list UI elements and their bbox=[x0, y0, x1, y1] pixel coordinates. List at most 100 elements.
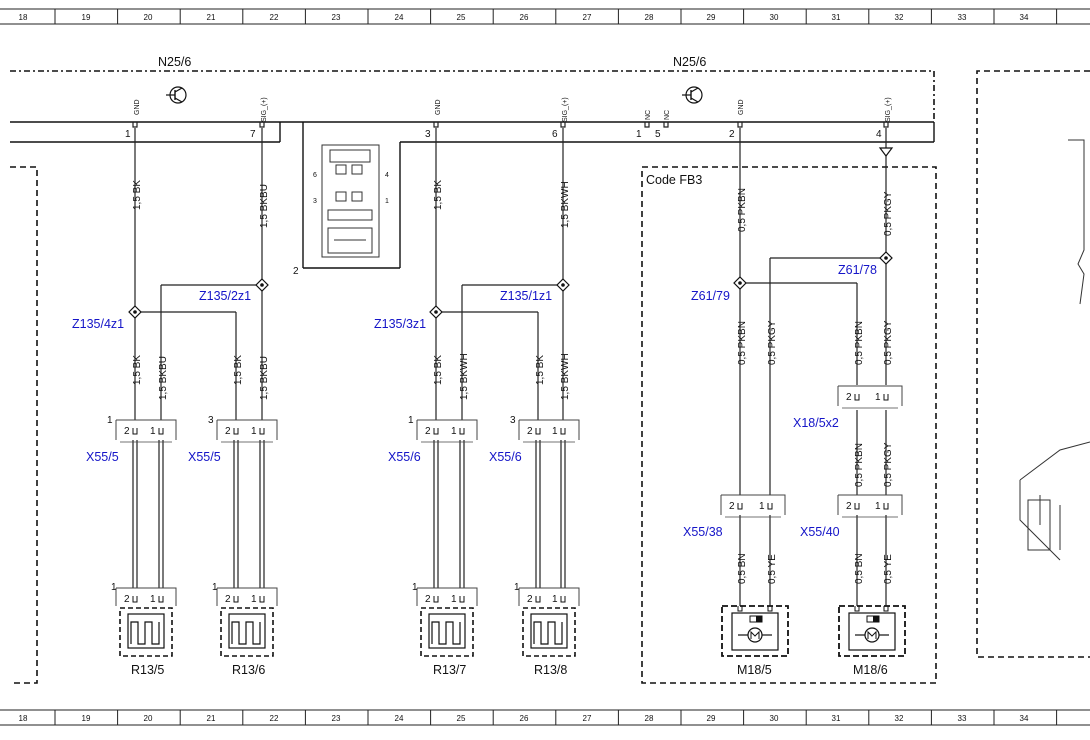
pin-number: 2 bbox=[225, 594, 231, 605]
grid-number: 22 bbox=[270, 714, 279, 723]
grid-number: 32 bbox=[895, 714, 904, 723]
pin-number: 1 bbox=[150, 426, 156, 437]
pin-number: 1 bbox=[125, 129, 131, 140]
connector-pin-number: 3 bbox=[208, 415, 214, 426]
wire-color-label: 1,5 BK bbox=[433, 180, 444, 210]
inset-pin: 6 bbox=[313, 172, 317, 179]
wire-color-label: 1,5 BK bbox=[132, 355, 143, 385]
pin-number: 1 bbox=[150, 594, 156, 605]
control-unit-frame bbox=[10, 70, 935, 269]
pin-number: 1 bbox=[759, 501, 765, 512]
splice-label: Z61/79 bbox=[691, 289, 730, 303]
wire-color-label: 0,5 PKGY bbox=[883, 442, 894, 487]
wire-color-label: 0,5 PKBN bbox=[737, 321, 748, 365]
grid-number: 34 bbox=[1020, 714, 1029, 723]
wire-color-label: 1,5 BK bbox=[132, 180, 143, 210]
splice-points bbox=[128, 251, 893, 319]
grid-number: 26 bbox=[520, 13, 529, 22]
pin-number: 1 bbox=[552, 594, 558, 605]
pin-label-nc: NC bbox=[645, 110, 652, 120]
pin-label-sig: SIG_(+) bbox=[261, 97, 268, 122]
wire-color-label: 1,5 BKBU bbox=[259, 184, 270, 228]
heater-element-icon bbox=[130, 621, 160, 645]
svg-text:1: 1 bbox=[212, 582, 218, 593]
grid-number: 23 bbox=[332, 714, 341, 723]
code-label: Code FB3 bbox=[646, 173, 702, 187]
wire-color-label: 0,5 PKBN bbox=[737, 188, 748, 232]
grid-number: 24 bbox=[395, 714, 404, 723]
wire-color-label: 1,5 BKBU bbox=[158, 356, 169, 400]
grid-number: 20 bbox=[144, 13, 153, 22]
wire-color-label: 0,5 YE bbox=[767, 554, 778, 584]
grid-number: 29 bbox=[707, 714, 716, 723]
wire-color-label: 0,5 BN bbox=[737, 553, 748, 584]
pin-number: 2 bbox=[729, 501, 735, 512]
pin-number: 1 bbox=[451, 426, 457, 437]
grid-number: 21 bbox=[207, 13, 216, 22]
grid-number: 27 bbox=[583, 13, 592, 22]
pin-number: 2 bbox=[425, 426, 431, 437]
grid-number: 31 bbox=[832, 13, 841, 22]
heater-element-icon bbox=[431, 621, 461, 645]
pin-number: 4 bbox=[876, 129, 882, 140]
wire-color-label: 0,5 BN bbox=[854, 553, 865, 584]
wire-color-label: 1,5 BKBU bbox=[259, 356, 270, 400]
grid-number: 19 bbox=[82, 714, 91, 723]
connector-label: X18/5x2 bbox=[793, 416, 839, 430]
pin-label-sig: SIG_(+) bbox=[562, 97, 569, 122]
pin-number: 1 bbox=[875, 392, 881, 403]
inset-pin: 4 bbox=[385, 172, 389, 179]
pin-number: 6 bbox=[552, 129, 558, 140]
wire-color-label: 1,5 BK bbox=[433, 355, 444, 385]
svg-text:1: 1 bbox=[111, 582, 117, 593]
wire-color-label: 0,5 PKBN bbox=[854, 321, 865, 365]
unit-label-left: N25/6 bbox=[158, 55, 191, 69]
grid-number: 33 bbox=[958, 13, 967, 22]
inset-pin: 3 bbox=[313, 198, 317, 205]
pin-label-gnd: GND bbox=[134, 99, 141, 115]
grid-number: 22 bbox=[270, 13, 279, 22]
pin-label-gnd: GND bbox=[435, 99, 442, 115]
pin-number: 1 bbox=[875, 501, 881, 512]
pin-number: 2 bbox=[124, 594, 130, 605]
pin-number: 2 bbox=[729, 129, 735, 140]
component-illustration bbox=[1019, 139, 1090, 561]
pin-label-gnd: GND bbox=[738, 99, 745, 115]
pin-number: 2 bbox=[225, 426, 231, 437]
pin-number: 2 bbox=[527, 594, 533, 605]
component-label: R13/5 bbox=[131, 663, 164, 677]
shield-triangle-icon bbox=[878, 147, 894, 157]
grid-number: 28 bbox=[645, 714, 654, 723]
grid-number: 25 bbox=[457, 13, 466, 22]
pin-number: 1 bbox=[451, 594, 457, 605]
pin-number: 2 bbox=[425, 594, 431, 605]
wire-color-label: 0,5 PKGY bbox=[767, 320, 778, 365]
grid-number: 30 bbox=[770, 13, 779, 22]
pin-number: 1 bbox=[636, 129, 642, 140]
grid-number: 32 bbox=[895, 13, 904, 22]
grid-number: 24 bbox=[395, 13, 404, 22]
heater-element-icon bbox=[231, 621, 261, 645]
connector-label: X55/5 bbox=[188, 450, 221, 464]
pin-number: 7 bbox=[250, 129, 256, 140]
grid-number: 34 bbox=[1020, 13, 1029, 22]
grid-number: 19 bbox=[82, 13, 91, 22]
connector-label: X55/40 bbox=[800, 525, 840, 539]
pin-label-sig: SIG_(+) bbox=[885, 97, 892, 122]
connector-label: X55/6 bbox=[388, 450, 421, 464]
grid-number: 18 bbox=[19, 13, 28, 22]
splice-label: Z135/3z1 bbox=[374, 317, 426, 331]
splice-label: Z135/1z1 bbox=[500, 289, 552, 303]
connector-pin-number: 3 bbox=[510, 415, 516, 426]
connector-label: X55/6 bbox=[489, 450, 522, 464]
pin-label-nc: NC bbox=[664, 110, 671, 120]
connector-label: X55/5 bbox=[86, 450, 119, 464]
component-label: M18/6 bbox=[853, 663, 888, 677]
wire-color-label: 1,5 BKWH bbox=[560, 353, 571, 400]
transistor-icon bbox=[682, 86, 703, 104]
grid-number: 27 bbox=[583, 714, 592, 723]
wire-color-label: 1,5 BKWH bbox=[459, 353, 470, 400]
